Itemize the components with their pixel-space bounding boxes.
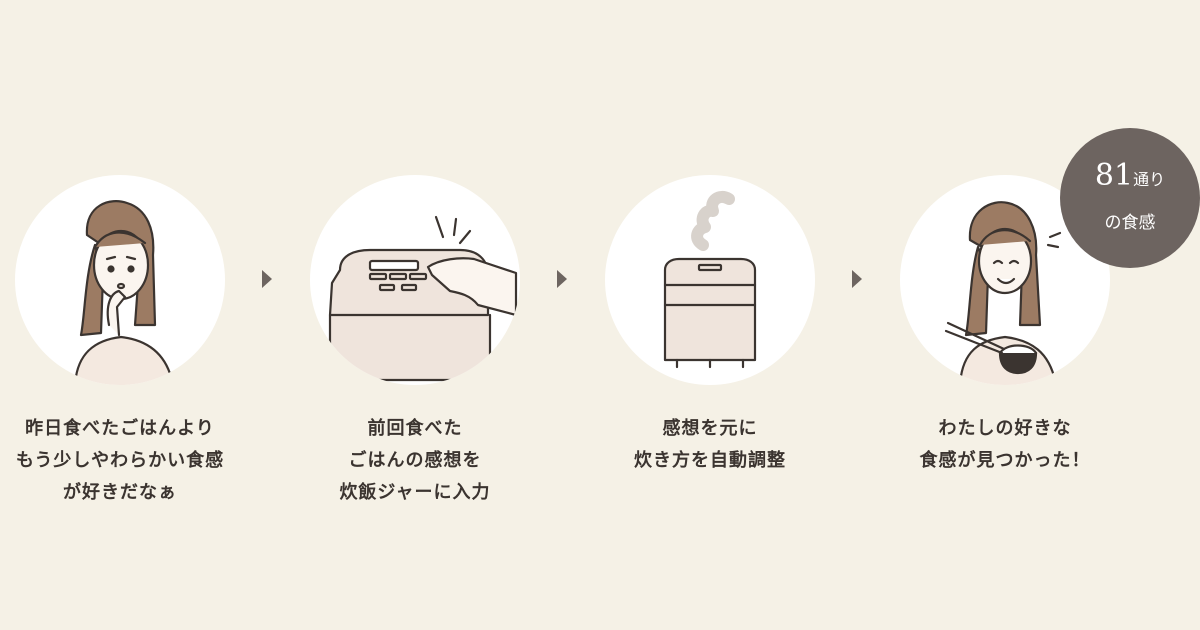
step-1-caption: 昨日食べたごはんより もう少しやわらかい食感 が好きだなぁ — [0, 413, 270, 509]
badge-number: 81 — [1094, 158, 1134, 193]
rice-cooker-input-icon — [328, 215, 518, 382]
step-1: 昨日食べたごはんより もう少しやわらかい食感 が好きだなぁ — [15, 175, 225, 503]
step-2-caption-line-1: 前回食べた — [367, 418, 463, 439]
badge-line-1: 81通り — [1060, 158, 1200, 193]
step-1-caption-line-2: もう少しやわらかい食感 — [15, 450, 225, 471]
arrow-right-icon — [262, 270, 272, 288]
step-4-caption: わたしの好きな 食感が見つかった！ — [855, 413, 1155, 477]
step-1-caption-line-3: が好きだなぁ — [63, 482, 177, 503]
step-2-caption: 前回食べた ごはんの感想を 炊飯ジャーに入力 — [265, 413, 565, 509]
texture-count-badge: 81通り の食感 — [1060, 128, 1200, 268]
badge-unit: 通り — [1133, 170, 1166, 189]
step-4-caption-line-2: 食感が見つかった！ — [919, 450, 1091, 471]
step-3: 感想を元に 炊き方を自動調整 — [605, 175, 815, 471]
step-3-illustration-circle — [605, 175, 815, 385]
step-3-caption-line-2: 炊き方を自動調整 — [634, 450, 786, 471]
step-4-illustration-circle — [900, 175, 1110, 385]
step-4-caption-line-1: わたしの好きな — [938, 418, 1072, 439]
step-2: 前回食べた ごはんの感想を 炊飯ジャーに入力 — [310, 175, 520, 503]
step-1-caption-line-1: 昨日食べたごはんより — [25, 418, 215, 439]
badge-line-2: の食感 — [1104, 213, 1156, 233]
happy-woman-eating-icon — [944, 201, 1062, 385]
arrow-right-icon — [852, 270, 862, 288]
step-3-caption: 感想を元に 炊き方を自動調整 — [560, 413, 860, 477]
arrow-right-icon — [557, 270, 567, 288]
step-2-caption-line-3: 炊飯ジャーに入力 — [339, 482, 491, 503]
step-2-caption-line-2: ごはんの感想を — [348, 450, 482, 471]
step-4: わたしの好きな 食感が見つかった！ — [900, 175, 1110, 471]
worried-woman-icon — [73, 200, 175, 385]
step-1-illustration-circle — [15, 175, 225, 385]
step-3-caption-line-1: 感想を元に — [662, 418, 758, 439]
step-2-illustration-circle — [310, 175, 520, 385]
rice-cooker-steam-icon — [663, 190, 757, 369]
